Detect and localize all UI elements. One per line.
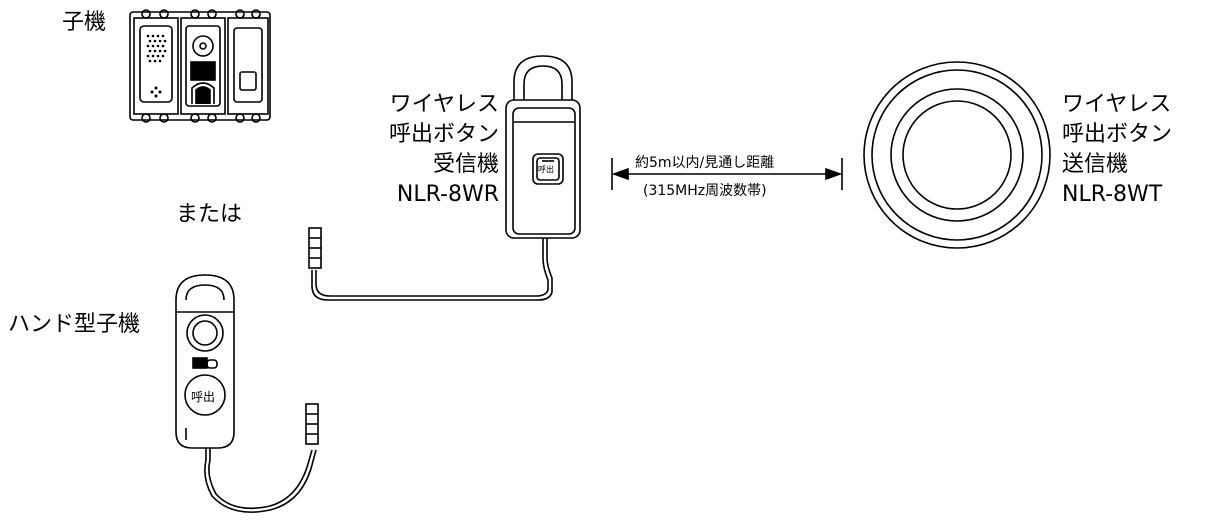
transmitter-name-1: ワイヤレス	[1062, 92, 1172, 117]
koki-label: 子機	[62, 10, 107, 35]
distance-label: 約5m以内/見通し距離	[635, 155, 775, 171]
hand-unit-label: ハンド型子機	[8, 312, 141, 337]
transmitter-unit	[863, 61, 1051, 249]
hand-button-label: 呼出	[191, 390, 216, 404]
receiver-unit	[308, 55, 581, 301]
transmitter-model: NLR-8WT	[1062, 182, 1163, 207]
receiver-name-3: 受信機	[432, 152, 499, 177]
receiver-model: NLR-8WR	[396, 182, 499, 207]
transmitter-name-2: 呼出ボタン	[1062, 122, 1173, 147]
hand-unit	[175, 274, 319, 513]
transmitter-name-3: 送信機	[1062, 152, 1129, 177]
receiver-name-2: 呼出ボタン	[388, 122, 499, 147]
frequency-label: (315MHz周波数帯)	[643, 183, 767, 199]
receiver-name-1: ワイヤレス	[389, 92, 499, 117]
wall-units	[129, 9, 271, 123]
receiver-button-label: 呼出	[538, 165, 554, 174]
distance-arrow	[611, 158, 843, 190]
mataha-label: または	[176, 202, 243, 227]
